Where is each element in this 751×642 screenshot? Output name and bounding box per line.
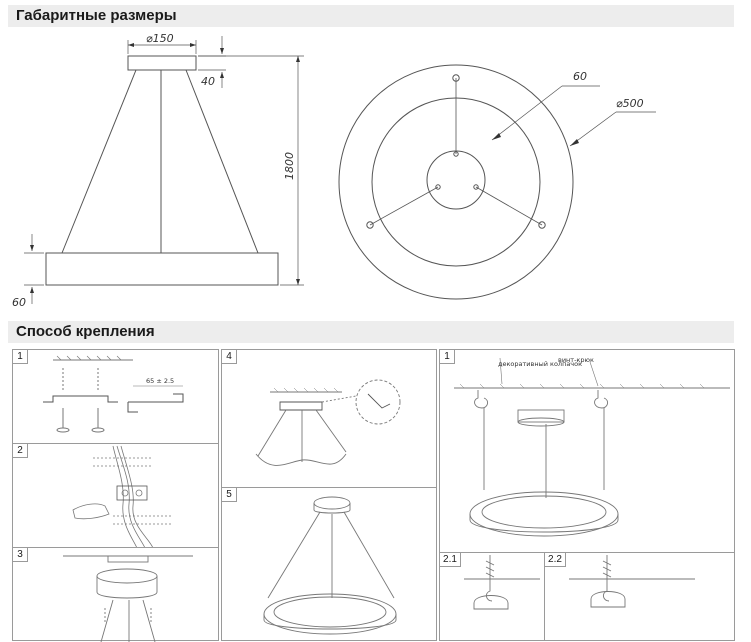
ring-inner [273,596,387,628]
decor-cap-label: декоративный колпачок [498,360,582,368]
cap [590,591,626,608]
panel-number: 4 [222,350,237,364]
ring-height-label: 60 [12,296,26,309]
panel-step-2: 2 [12,443,219,549]
canopy-diameter-label: ⌀150 [146,32,174,45]
detail-zoom [355,379,401,425]
panel-step-4: 4 [221,349,437,488]
panel-step-hook-1: 1 декоративный колпачок винт-крюк [439,349,735,553]
panel-number: 2.2 [545,553,566,567]
screw-hook-label: винт-крюк [558,356,594,364]
panel-step-1: 1 65 ± 2.5 [12,349,219,444]
terminal-block [116,485,148,501]
bracket-spacing-label: 65 ± 2.5 [146,377,174,385]
decor-cap-label-line: декоративный колпачок [498,360,582,368]
bracket-side [127,393,184,413]
ring-outer [338,64,574,300]
side-view-arrows [30,43,300,293]
top-view-arrows [492,133,579,146]
suspension-height-label: 1800 [283,152,296,180]
screw-hook [602,555,612,602]
ring-outer [469,491,619,537]
panel-number: 2 [13,444,28,458]
panel-number: 2.1 [440,553,461,567]
canopy [127,55,197,71]
wavy-ring [255,453,347,466]
suspension-cable-left [61,69,137,254]
mounting-title: Способ крепления [16,323,155,340]
mounting-header: Способ крепления [8,321,734,343]
canopy-center [517,409,565,423]
panel-number: 1 [440,350,455,364]
canopy-cup [96,568,158,584]
dimensions-title: Габаритные размеры [16,7,177,24]
panel-step-2-1: 2.1 [439,552,545,641]
canopy-top [426,150,486,210]
ring-width-label: 60 [573,70,587,83]
screw-hook [485,555,495,602]
dimensions-header: Габаритные размеры [8,5,734,27]
canopy-height-label: 40 [201,75,215,88]
ring-side [45,252,279,286]
ring-inner [481,495,607,529]
panel-number: 5 [222,488,237,502]
ring-diameter-label: ⌀500 [616,97,644,110]
panel-step-5: 5 [221,487,437,641]
suspension-cable-right [185,69,259,254]
hand [72,503,110,520]
dimensions-drawing: ⌀150 40 1800 60 60 ⌀500 [12,32,656,309]
canopy-top [313,496,351,510]
panel-step-2-2: 2.2 [544,552,735,641]
hook-right [594,390,609,409]
top-view [338,64,656,300]
canopy [279,401,323,411]
cap [473,595,509,610]
panel-step-3: 3 [12,547,219,642]
ring-outer [263,593,397,635]
mounting-bracket [43,395,118,403]
hook-left [474,390,489,409]
panel-number: 1 [13,350,28,364]
side-view [24,36,304,304]
panel-number: 3 [13,548,28,562]
